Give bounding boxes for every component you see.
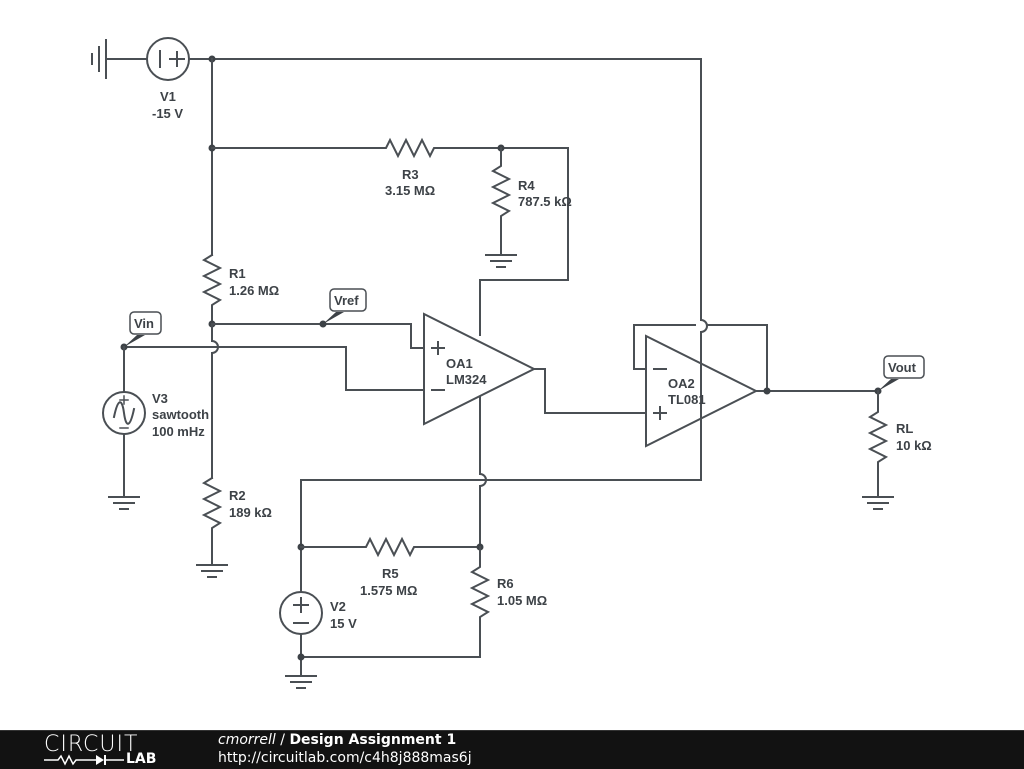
ground-rl	[862, 496, 894, 510]
junction	[763, 387, 771, 395]
resistor-diode-logo-icon	[44, 754, 124, 766]
oa1-name: OA1	[446, 356, 473, 371]
r6-name: R6	[497, 576, 514, 591]
vin-label: Vin	[134, 316, 154, 331]
title-separator: /	[275, 732, 290, 748]
r3-value: 3.15 MΩ	[385, 183, 435, 198]
oa1-part: LM324	[446, 372, 487, 387]
r4-name: R4	[518, 178, 535, 193]
schematic-canvas[interactable]: V1 -15 V R3 3.15 MΩ R4 787.5 kΩ R1 1.26 …	[0, 0, 1024, 730]
wire-top-rail	[188, 58, 708, 481]
v2-name: V2	[330, 599, 346, 614]
circuitlab-logo[interactable]: CIRCUIT	[44, 732, 139, 757]
voltage-source-v1[interactable]: V1 -15 V	[146, 37, 190, 121]
author-link[interactable]: cmorrell	[218, 732, 276, 748]
net-label-vout[interactable]: Vout	[878, 355, 925, 391]
r2-name: R2	[229, 488, 246, 503]
wire-oa2-feedback-right	[706, 324, 768, 392]
wire-vin	[123, 346, 425, 391]
r5-value: 1.575 MΩ	[360, 583, 417, 598]
opamp-oa2[interactable]: OA2 TL081	[645, 334, 759, 448]
resistor-r5[interactable]: R5 1.575 MΩ	[300, 536, 481, 598]
net-label-vref[interactable]: Vref	[323, 288, 367, 324]
rl-value: 10 kΩ	[896, 438, 932, 453]
voltage-source-v2[interactable]: V2 15 V	[279, 591, 357, 635]
v2-value: 15 V	[330, 616, 357, 631]
circuit-url[interactable]: http://circuitlab.com/c4h8j888mas6j	[218, 750, 472, 766]
ground-v2	[285, 675, 317, 689]
ground-v1	[91, 39, 147, 79]
v1-name: V1	[160, 89, 176, 104]
resistor-r3[interactable]: R3 3.15 MΩ	[211, 137, 569, 336]
wire-vref	[211, 323, 425, 349]
oa2-part: TL081	[668, 392, 706, 407]
sawtooth-source-v3[interactable]: V3 sawtooth 100 mHz	[102, 391, 209, 439]
v3-value: 100 mHz	[152, 424, 205, 439]
resistor-r2[interactable]: R2 189 kΩ	[201, 476, 272, 566]
r1-value: 1.26 MΩ	[229, 283, 279, 298]
r4-value: 787.5 kΩ	[518, 194, 572, 209]
wire-oa1-out	[533, 368, 647, 414]
v1-value: -15 V	[152, 106, 183, 121]
junction	[297, 653, 305, 661]
oa2-name: OA2	[668, 376, 695, 391]
logo-lab-text: LAB	[126, 751, 157, 767]
net-label-vin[interactable]: Vin	[124, 311, 162, 347]
project-title[interactable]: Design Assignment 1	[289, 732, 457, 748]
resistor-rl[interactable]: RL 10 kΩ	[867, 390, 932, 498]
r6-value: 1.05 MΩ	[497, 593, 547, 608]
resistor-r4[interactable]: R4 787.5 kΩ	[490, 147, 572, 256]
r2-value: 189 kΩ	[229, 505, 272, 520]
opamp-oa1[interactable]: OA1 LM324	[423, 312, 537, 426]
v3-type: sawtooth	[152, 407, 209, 422]
wire-hop	[478, 472, 487, 488]
resistor-r1[interactable]: R1 1.26 MΩ	[201, 253, 279, 325]
ground-v3	[108, 496, 140, 510]
footer-bar: CIRCUIT LAB cmorrell / Design Assignment…	[0, 730, 1024, 769]
vout-label: Vout	[888, 360, 917, 375]
ground-r4	[485, 254, 517, 268]
wire-oa2-feedback	[633, 324, 696, 370]
circuit-title: cmorrell / Design Assignment 1	[218, 732, 456, 748]
resistor-r6[interactable]: R6 1.05 MΩ	[300, 546, 547, 658]
rl-name: RL	[896, 421, 913, 436]
r1-name: R1	[229, 266, 246, 281]
v3-name: V3	[152, 391, 168, 406]
r3-name: R3	[402, 167, 419, 182]
r5-name: R5	[382, 566, 399, 581]
ground-r2	[196, 564, 228, 578]
vref-label: Vref	[334, 293, 359, 308]
